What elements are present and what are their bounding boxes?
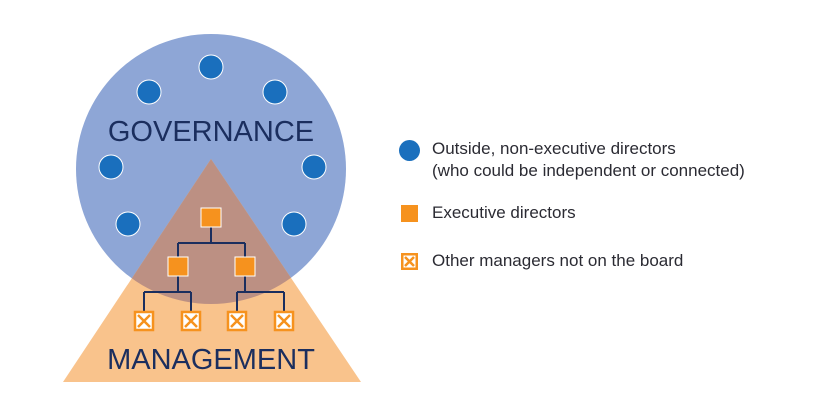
crossed-square xyxy=(226,310,248,332)
director-dot xyxy=(301,154,327,180)
legend: Outside, non-executive directors (who co… xyxy=(396,138,806,276)
management-label: MANAGEMENT xyxy=(107,344,315,376)
crossed-square xyxy=(273,310,295,332)
legend-label: Other managers not on the board xyxy=(432,251,684,270)
executive-director-icon xyxy=(401,205,418,222)
org-chart-connectors xyxy=(143,227,285,312)
crossed-square xyxy=(133,310,155,332)
director-dot xyxy=(98,154,124,180)
crossed-square-icon xyxy=(401,253,418,270)
crossed-square xyxy=(180,310,202,332)
legend-item-executive-directors: Executive directors xyxy=(396,202,806,250)
director-dot xyxy=(115,211,141,237)
executive-square xyxy=(234,256,256,277)
overlap-region xyxy=(76,159,346,304)
legend-sublabel: (who could be independent or connected) xyxy=(432,161,745,180)
legend-label: Executive directors xyxy=(432,203,576,222)
legend-label: Outside, non-executive directors xyxy=(432,139,676,158)
executive-square xyxy=(200,207,222,228)
director-dot xyxy=(262,79,288,105)
executive-square xyxy=(167,256,189,277)
director-dot xyxy=(281,211,307,237)
director-dots xyxy=(98,54,327,237)
manager-squares xyxy=(133,310,295,332)
legend-item-other-managers: Other managers not on the board xyxy=(396,250,806,276)
governance-label: GOVERNANCE xyxy=(108,116,314,148)
outside-director-icon xyxy=(399,140,420,161)
legend-item-outside-directors: Outside, non-executive directors (who co… xyxy=(396,138,806,186)
director-dot xyxy=(198,54,224,80)
executive-squares xyxy=(167,207,256,277)
director-dot xyxy=(136,79,162,105)
